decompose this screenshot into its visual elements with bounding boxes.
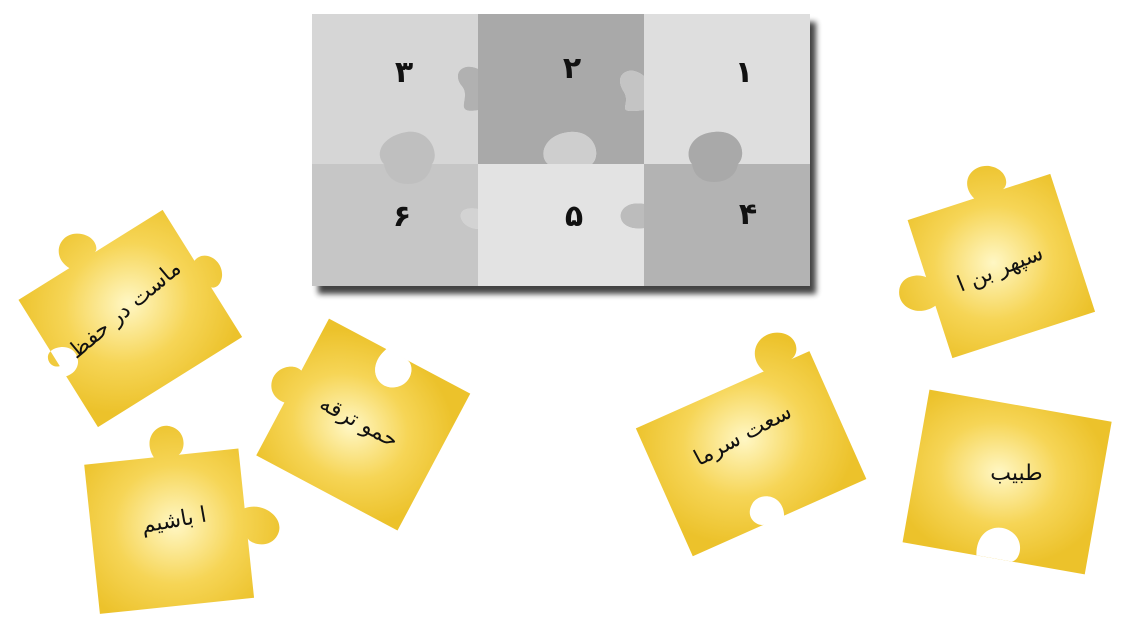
slot-number-3: ۳ (384, 58, 424, 88)
slot-number-4: ۴ (728, 200, 768, 230)
puzzle-board: ۱ ۲ ۳ ۴ ۵ ۶ (312, 14, 810, 286)
puzzle-piece-6[interactable]: طبیب (890, 368, 1125, 592)
piece-label: طبیب (990, 461, 1042, 486)
slot-number-5: ۵ (554, 202, 594, 232)
slot-number-1: ۱ (724, 58, 764, 88)
puzzle-piece-5[interactable]: سپهر بن ا (851, 142, 1109, 388)
slot-number-2: ۲ (552, 54, 592, 84)
puzzle-piece-3[interactable]: ا باشیم (66, 410, 295, 620)
puzzle-piece-4[interactable]: سعت سرما (610, 311, 879, 570)
slot-number-6: ۶ (382, 202, 422, 232)
puzzle-piece-1[interactable]: ماست در حفظ (0, 174, 264, 446)
